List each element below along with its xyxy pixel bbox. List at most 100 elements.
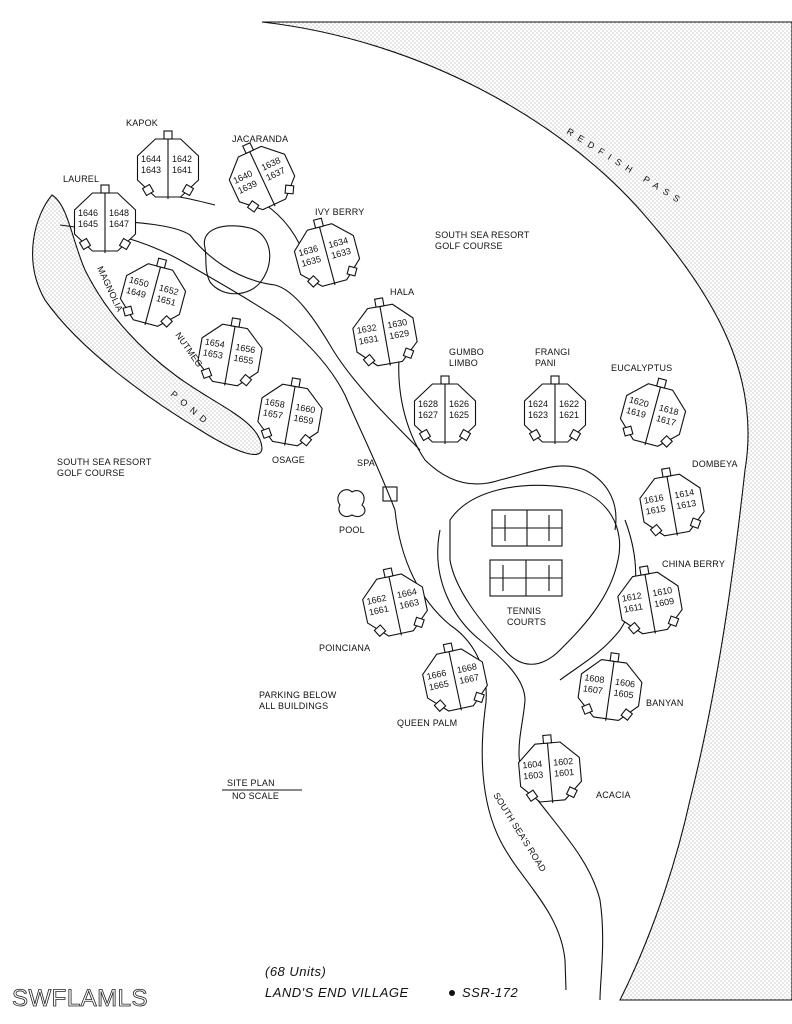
golf-course-north-line1: SOUTH SEA RESORT	[435, 230, 530, 240]
building-divider	[448, 649, 462, 711]
unit-number: 1610	[652, 585, 673, 598]
building-name-gumbo-limbo: LIMBO	[449, 358, 478, 368]
unit-number: 1644	[141, 154, 161, 164]
tennis-court-area	[449, 484, 621, 665]
spa-label: SPA	[357, 458, 375, 468]
unit-number: 1629	[388, 328, 409, 341]
building-entry	[373, 624, 387, 638]
scale-label: NO SCALE	[232, 791, 279, 801]
building-name-gumbo-limbo: GUMBO	[449, 347, 484, 357]
unit-number: 1624	[528, 399, 548, 409]
building-name-frangi-pani: PANI	[535, 358, 556, 368]
building-name-eucalyptus: EUCALYPTUS	[611, 363, 672, 373]
golf-course-north-line2: GOLF COURSE	[435, 241, 503, 251]
building-entry	[528, 428, 542, 442]
tennis-court-south	[489, 559, 563, 597]
building-entry	[181, 183, 195, 197]
building-entry	[346, 265, 358, 277]
unit-number: 1648	[109, 208, 129, 218]
unit-number: 1611	[623, 601, 644, 614]
unit-number: 1609	[653, 596, 674, 609]
unit-number: 1628	[418, 399, 438, 409]
unit-number: 1654	[204, 337, 225, 350]
building-name-kapok: KAPOK	[126, 118, 158, 128]
building-entry	[306, 274, 320, 288]
unit-number: 1621	[559, 410, 579, 420]
unit-number: 1603	[523, 770, 544, 782]
building-name-acacia: ACACIA	[596, 790, 631, 800]
building-name-frangi-pani: FRANGI	[535, 347, 570, 357]
unit-number: 1614	[674, 487, 695, 500]
unit-number: 1627	[418, 410, 438, 420]
parking-label-line1: PARKING BELOW	[259, 690, 337, 700]
building-entry	[246, 200, 260, 213]
building-entry	[433, 699, 447, 713]
unit-number: 1661	[368, 604, 390, 618]
unit-number: 1607	[582, 683, 603, 696]
building-entry	[565, 786, 578, 799]
building-entry	[141, 183, 155, 197]
building-entry	[418, 428, 432, 442]
village-title: LAND'S END VILLAGE	[265, 985, 409, 1000]
building-entry	[78, 237, 92, 251]
unit-number: 1668	[456, 661, 478, 675]
unit-number: 1615	[645, 503, 666, 516]
building-entry	[581, 703, 594, 715]
unit-number: 1647	[109, 219, 129, 229]
building-divider	[605, 659, 615, 721]
central-pond	[203, 225, 271, 295]
building-divider	[546, 741, 554, 803]
building-name-banyan: BANYAN	[646, 698, 684, 708]
building-name-poinciana: POINCIANA	[319, 643, 370, 653]
unit-number: 1632	[356, 322, 377, 335]
building-stair	[638, 565, 650, 576]
redfish-pass-water	[261, 21, 792, 1001]
building-stair	[550, 375, 560, 385]
unit-number: 1608	[584, 672, 605, 685]
building-divider	[224, 324, 236, 386]
golf-course-west-line2: GOLF COURSE	[57, 468, 125, 478]
watermark-text: SWFLAMLS	[12, 985, 148, 1012]
building-entry	[402, 347, 415, 360]
building-stair	[290, 377, 302, 388]
tennis-label-line2: COURTS	[507, 617, 546, 627]
spa-shape	[382, 486, 398, 502]
unit-number: 1625	[449, 410, 469, 420]
golf-course-west-line1: SOUTH SEA RESORT	[57, 457, 152, 467]
parking-label-line2: ALL BUILDINGS	[259, 701, 328, 711]
unit-number: 1642	[172, 154, 192, 164]
unit-number: 1613	[675, 498, 696, 511]
pool-shape	[337, 489, 366, 518]
building-divider	[284, 384, 296, 446]
building-entry	[200, 367, 213, 380]
building-entry	[362, 353, 376, 367]
building-divider	[379, 304, 391, 366]
building-divider	[644, 384, 662, 446]
unit-number: 1655	[233, 353, 254, 366]
building-stair	[242, 142, 255, 155]
unit-number: 1662	[366, 593, 388, 607]
building-entry	[622, 425, 634, 437]
building-entry	[627, 621, 641, 635]
building-divider	[144, 264, 162, 326]
building-entry	[160, 314, 174, 328]
building-entry	[299, 433, 313, 447]
building-name-hala: HALA	[390, 287, 414, 297]
building-entry	[118, 237, 132, 251]
unit-number: 1666	[426, 668, 448, 682]
unit-number: 1665	[428, 679, 450, 693]
building-divider	[248, 149, 276, 207]
building-entry	[239, 373, 253, 387]
tennis-court-north	[491, 509, 563, 547]
unit-number: 1664	[396, 586, 418, 600]
building-entry	[260, 427, 273, 440]
